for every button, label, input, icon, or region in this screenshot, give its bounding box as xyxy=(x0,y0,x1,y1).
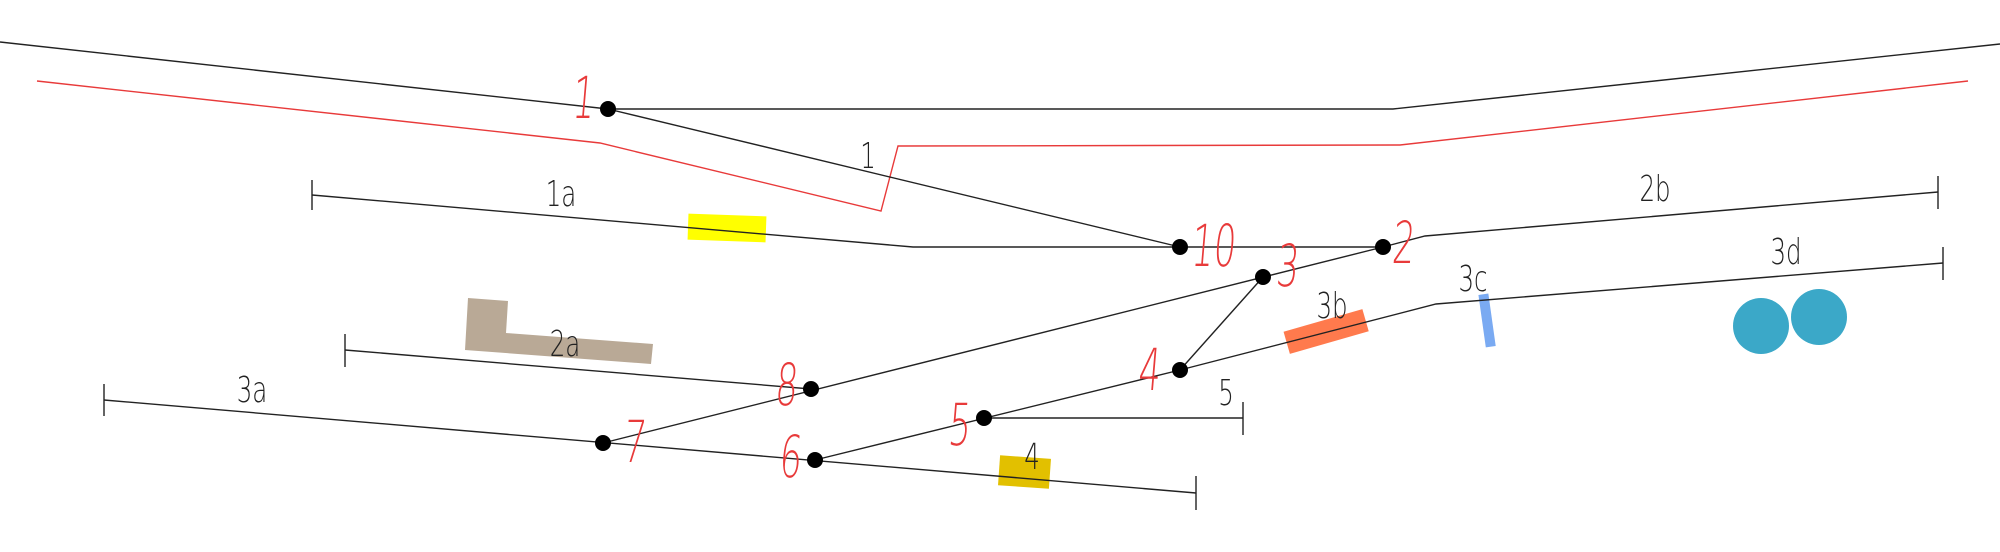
buffer-stops xyxy=(103,176,1944,510)
yellow-marker xyxy=(687,213,767,243)
track-3-diagonal xyxy=(602,246,1384,444)
switch-label-3: 3 xyxy=(1274,233,1302,301)
switch-label-4: 4 xyxy=(1136,337,1164,405)
switch-point-1 xyxy=(600,101,616,117)
track-top-main xyxy=(0,41,2000,110)
switch-point-3 xyxy=(1255,269,1271,285)
red-route-line xyxy=(36,80,1969,212)
switch-label-8: 8 xyxy=(773,352,801,420)
switch-label-2: 2 xyxy=(1390,210,1418,278)
track-labels: 1 1a 2a 2b 3a 3b 3c 3d 4 5 xyxy=(237,135,1802,478)
switch-point-10 xyxy=(1172,239,1188,255)
track-label-2b: 2b xyxy=(1639,168,1670,210)
switch-label-10: 10 xyxy=(1189,213,1239,281)
track-label-3b: 3b xyxy=(1316,285,1347,327)
track-3a xyxy=(103,399,1197,494)
track-label-3d: 3d xyxy=(1770,231,1801,273)
track-1a xyxy=(311,194,1383,248)
track-2a xyxy=(344,349,812,390)
teal-circle-right xyxy=(1791,289,1847,345)
track-2b xyxy=(1382,191,1939,248)
orange-marker xyxy=(1283,309,1369,354)
track-4-diagonal xyxy=(1179,276,1264,371)
switch-point-2 xyxy=(1375,239,1391,255)
switch-label-1: 1 xyxy=(570,65,598,133)
switch-labels: 1 10 2 3 4 8 5 7 6 xyxy=(570,65,1418,492)
track-label-5: 5 xyxy=(1218,372,1234,414)
switch-label-6: 6 xyxy=(777,424,805,492)
track-label-3a: 3a xyxy=(237,369,268,411)
switch-point-6 xyxy=(807,452,823,468)
track-label-1a: 1a xyxy=(546,173,577,215)
switch-label-7: 7 xyxy=(621,409,649,477)
switch-point-7 xyxy=(595,435,611,451)
switch-label-5: 5 xyxy=(946,392,974,460)
blue-marker xyxy=(1478,293,1496,348)
switch-point-8 xyxy=(803,381,819,397)
gold-marker xyxy=(998,455,1051,489)
switch-point-5 xyxy=(976,410,992,426)
track-label-4: 4 xyxy=(1024,436,1040,478)
track-1-diagonal xyxy=(607,108,1181,248)
markers xyxy=(465,213,1847,489)
track-label-1: 1 xyxy=(860,135,876,177)
track-3b-3c-3d xyxy=(814,262,1944,461)
track-label-3c: 3c xyxy=(1458,258,1487,300)
teal-circle-left xyxy=(1733,298,1789,354)
switch-points xyxy=(595,101,1391,468)
tan-l-marker xyxy=(465,298,653,364)
track-lines xyxy=(0,41,2000,494)
track-label-2a: 2a xyxy=(550,323,581,365)
switch-point-4 xyxy=(1172,362,1188,378)
